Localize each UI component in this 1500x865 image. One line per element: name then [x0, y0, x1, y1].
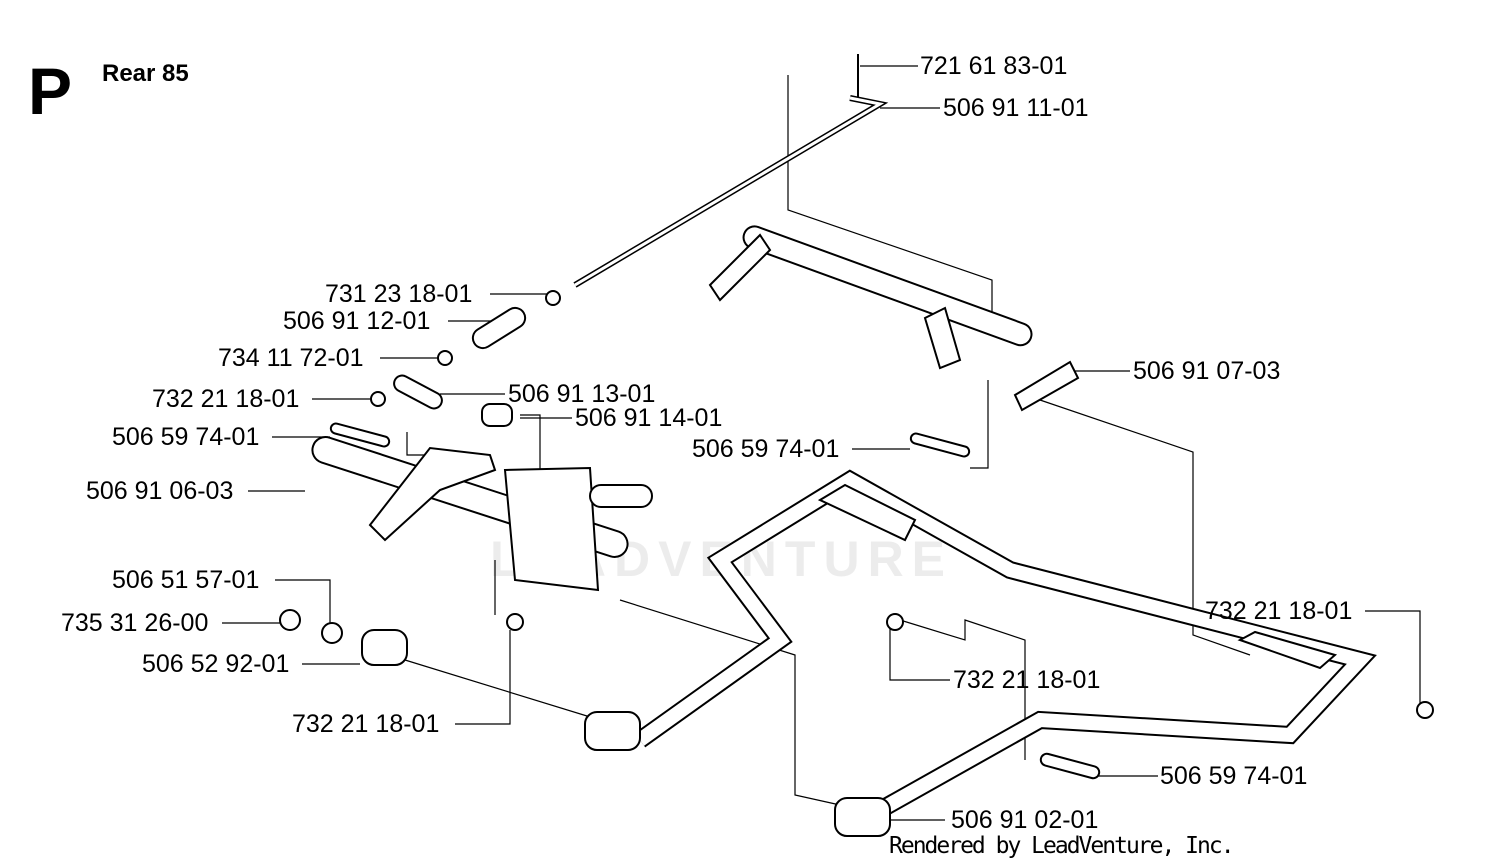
- part-label: 506 91 13-01: [508, 380, 655, 408]
- front-axle-frame: [311, 436, 653, 592]
- part-label: 506 59 74-01: [692, 435, 839, 463]
- part-label: 732 21 18-01: [953, 666, 1100, 694]
- section-title: Rear 85: [102, 60, 189, 87]
- part-label: 732 21 18-01: [1205, 597, 1352, 625]
- part-label: 506 91 07-03: [1133, 357, 1280, 385]
- part-label: 506 91 06-03: [86, 477, 233, 505]
- part-label: 506 51 57-01: [112, 566, 259, 594]
- part-label: 506 52 92-01: [142, 650, 289, 678]
- part-label: 732 21 18-01: [292, 710, 439, 738]
- part-label: 506 59 74-01: [1160, 762, 1307, 790]
- part-label: 721 61 83-01: [920, 52, 1067, 80]
- leader-lines: [222, 65, 1421, 821]
- footer-credit: Rendered by LeadVenture, Inc.: [889, 833, 1235, 859]
- small-parts: [279, 290, 1434, 780]
- part-label: 506 91 14-01: [575, 404, 722, 432]
- control-rod: [573, 54, 889, 288]
- part-label: 735 31 26-00: [61, 609, 208, 637]
- part-label: 506 91 11-01: [943, 94, 1089, 122]
- part-label: 506 59 74-01: [112, 423, 259, 451]
- part-label: 734 11 72-01: [218, 344, 364, 372]
- main-frame: [584, 469, 1377, 837]
- part-label: 506 91 02-01: [951, 806, 1098, 834]
- part-label: 506 91 12-01: [283, 307, 430, 335]
- part-label: 731 23 18-01: [325, 280, 472, 308]
- rear-axle: [708, 225, 1080, 412]
- section-letter: P: [28, 54, 73, 128]
- part-labels: 721 61 83-01 506 91 11-01 731 23 18-01 5…: [61, 52, 1352, 834]
- part-label: 732 21 18-01: [152, 385, 299, 413]
